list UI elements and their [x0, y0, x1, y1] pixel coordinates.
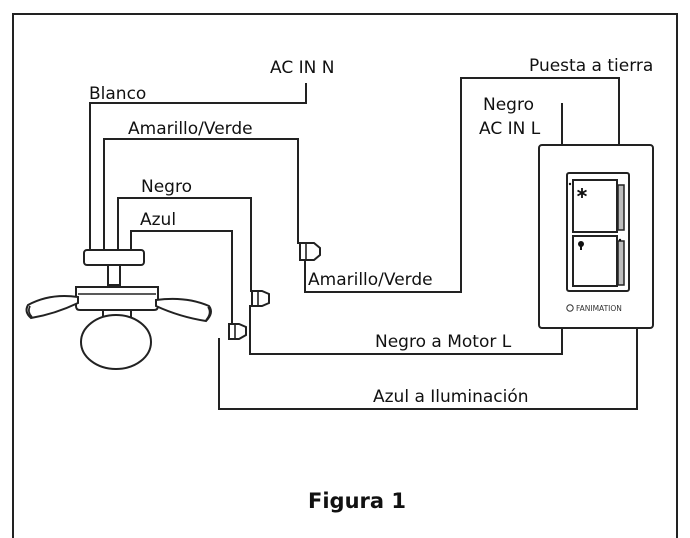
wire-amarillo-verde-tierra	[304, 77, 620, 293]
label-azul-a-iluminacion: Azul a Iluminación	[373, 387, 529, 407]
fan-blade-left	[25, 295, 79, 320]
wire-azul-fan	[130, 230, 233, 326]
label-negro-a-motor: Negro a Motor L	[375, 332, 512, 352]
wire-connector-azul	[228, 323, 247, 340]
wire-amarillo-verde-fan	[103, 138, 299, 250]
label-ac-in-n: AC IN N	[270, 58, 334, 78]
indicator-dot	[568, 182, 572, 186]
switch-fan-rocker[interactable]	[572, 179, 618, 233]
label-amarillo-verde-bottom: Amarillo/Verde	[308, 270, 433, 290]
fan-light-globe	[80, 314, 152, 370]
fan-motor-housing	[75, 286, 159, 311]
diagram-frame	[12, 13, 678, 538]
wire-connector-amarillo-verde	[299, 242, 321, 261]
wire-connector-negro	[251, 290, 270, 307]
fan-downrod	[107, 264, 121, 286]
wire-azul-iluminacion	[218, 328, 638, 410]
label-blanco: Blanco	[89, 84, 146, 104]
label-amarillo-verde-top: Amarillo/Verde	[128, 119, 253, 139]
label-puesta-a-tierra: Puesta a tierra	[529, 56, 653, 76]
wire-negro-fan	[117, 197, 252, 292]
wire-negro-motor	[249, 305, 563, 355]
fan-canopy	[83, 249, 145, 266]
asterisk-fan-icon	[577, 188, 587, 198]
switch-brand-label: FANIMATION	[576, 304, 622, 313]
label-negro-ac-line1: Negro	[483, 95, 534, 115]
label-negro-ac-line2: AC IN L	[479, 119, 541, 139]
wire-blanco	[89, 83, 307, 250]
bulb-icon	[578, 241, 584, 250]
wall-switch: FANIMATION	[538, 144, 654, 329]
ceiling-fan	[25, 249, 212, 370]
fan-blade-right	[155, 297, 212, 323]
indicator-dot	[618, 238, 622, 242]
fanimation-logo-icon	[566, 304, 574, 312]
label-negro: Negro	[141, 177, 192, 197]
label-azul: Azul	[140, 210, 176, 230]
figure-caption: Figura 1	[308, 489, 406, 513]
